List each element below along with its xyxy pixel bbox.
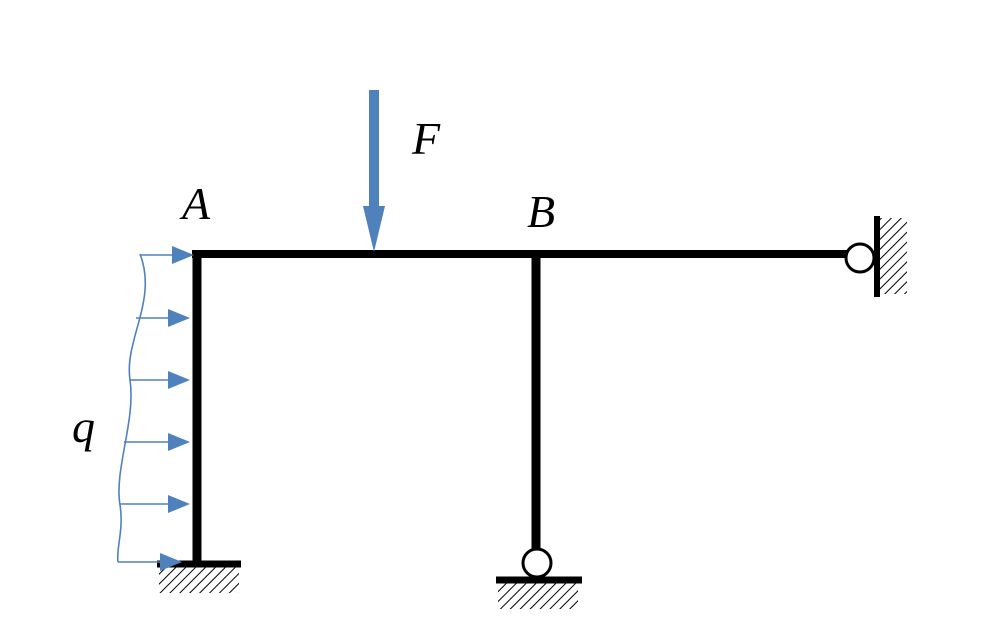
label-load-q: q: [72, 401, 95, 452]
distributed-load-q: [116, 246, 194, 571]
fixed-support-a: [157, 560, 241, 593]
frame-members: [192, 250, 862, 567]
force-arrowhead: [363, 206, 385, 252]
pin-circle-b: [521, 547, 553, 579]
wall-support-right: [874, 216, 907, 297]
load-arrow: [136, 309, 190, 327]
pin-support-b: [496, 576, 582, 609]
ground-hatch-a: [159, 565, 239, 593]
force-arrow-f: [363, 90, 385, 252]
load-arrow: [124, 433, 190, 451]
pin-circle-right: [844, 242, 876, 274]
load-arrow: [118, 553, 182, 571]
ground-hatch-b: [498, 582, 578, 609]
load-arrow: [140, 246, 194, 264]
label-node-a: A: [179, 178, 211, 229]
load-envelope: [116, 253, 146, 563]
wall-hatch-right: [878, 218, 907, 294]
label-node-b: B: [527, 186, 555, 237]
load-arrow: [130, 371, 190, 389]
load-arrow: [120, 495, 190, 513]
label-force-f: F: [411, 113, 441, 164]
